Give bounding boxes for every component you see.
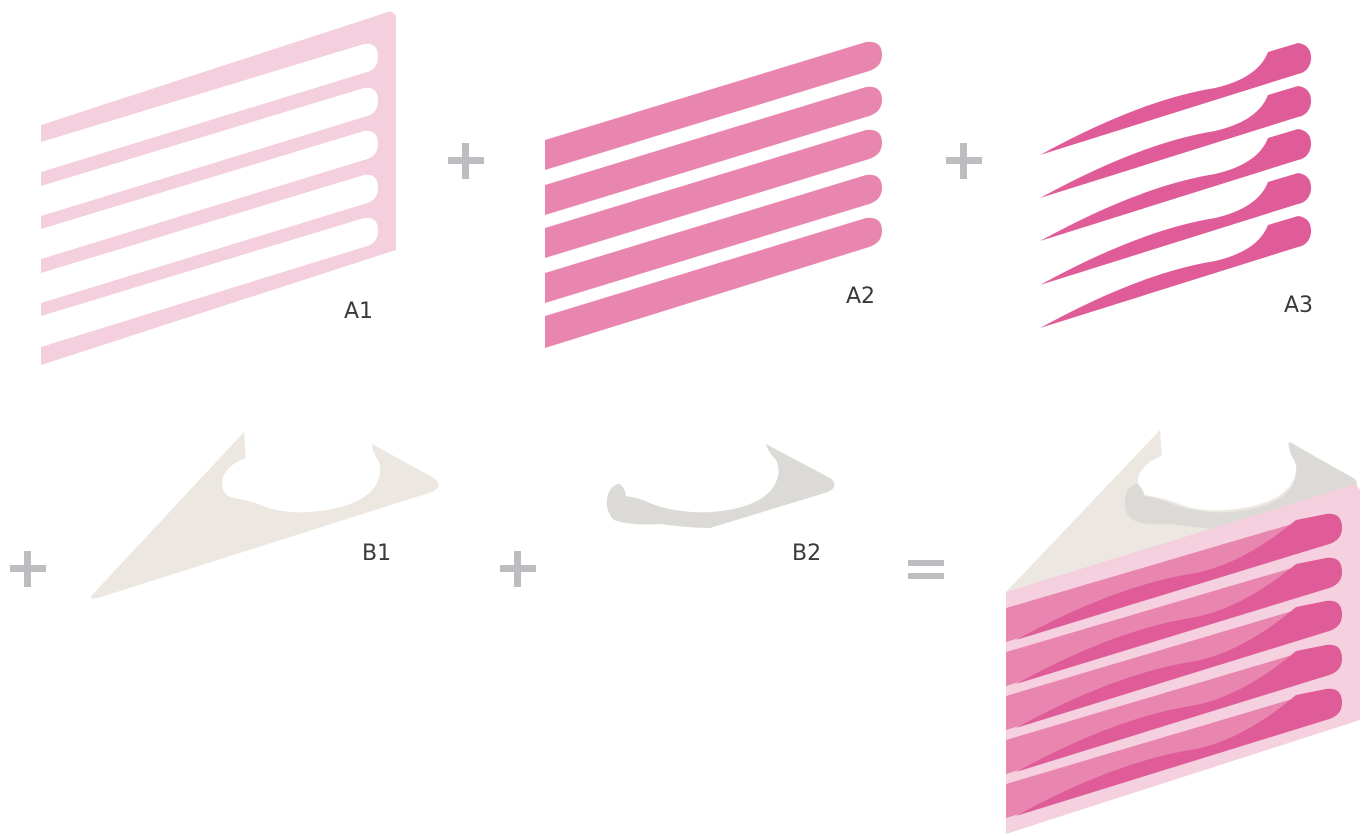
assembled-cake-slice: [1006, 430, 1360, 834]
layer-a2-shape: [545, 41, 882, 348]
equals-icon: [908, 560, 944, 579]
layer-b1-shape: [90, 432, 439, 599]
plus-icon: [448, 143, 484, 179]
label-a3: A3: [1284, 293, 1313, 318]
layer-a1-shape: [41, 11, 396, 365]
label-a2: A2: [846, 284, 875, 309]
layer-b2-shape: [606, 444, 835, 528]
label-b2: B2: [792, 541, 821, 566]
plus-icon: [10, 551, 46, 587]
plus-icon: [500, 551, 536, 587]
label-a1: A1: [344, 299, 373, 324]
layer-a3-shape: [1040, 43, 1312, 328]
plus-icon: [946, 143, 982, 179]
label-b1: B1: [362, 541, 391, 566]
